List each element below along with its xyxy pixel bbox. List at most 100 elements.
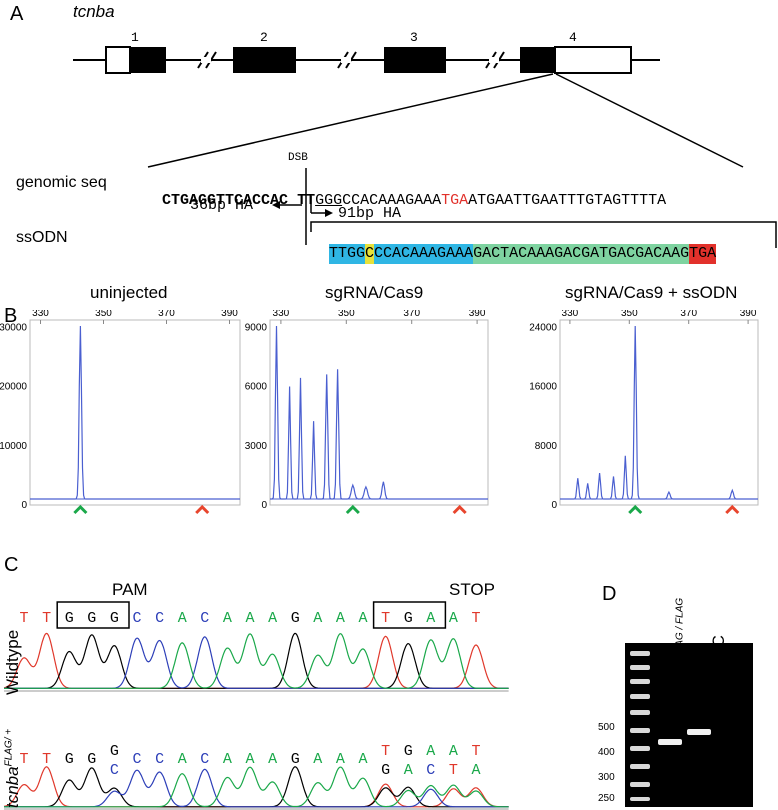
panel-label-d: D <box>602 583 617 605</box>
base-call-mut: A <box>358 751 367 768</box>
exon-3 <box>384 47 446 73</box>
chart-frame <box>29 319 241 506</box>
band-flag <box>687 729 711 735</box>
trace-line <box>560 325 758 500</box>
base-call-wt: G <box>291 610 300 627</box>
y-tick-label: 16000 <box>529 382 557 393</box>
x-tick-label: 350 <box>95 310 112 319</box>
base-call-wt: T <box>471 610 480 627</box>
intron-break-2 <box>337 51 357 69</box>
chart-frame <box>269 319 489 506</box>
ha-right-label: 91bp HA <box>338 205 402 222</box>
base-call-mut-alt: A <box>404 762 413 779</box>
chart-title-uninjected: uninjected <box>90 283 168 302</box>
y-tick-label: 6000 <box>245 382 268 393</box>
stop-box <box>372 601 447 629</box>
ladder-band <box>630 710 650 715</box>
x-tick-label: 350 <box>338 310 355 319</box>
red-marker <box>725 504 740 515</box>
chart-title-sgrna: sgRNA/Cas9 <box>325 283 424 302</box>
base-call-mut: A <box>449 743 458 760</box>
panel-label-c: C <box>4 554 19 576</box>
green-marker <box>73 504 88 515</box>
exon-1-utr <box>105 46 131 74</box>
y-tick-label: 0 <box>551 500 557 511</box>
y-tick-label: 30000 <box>0 322 27 333</box>
red-marker <box>195 504 210 515</box>
ladder-band <box>630 746 650 751</box>
base-call-mut: G <box>110 743 119 760</box>
intron-break-3 <box>485 51 505 69</box>
base-call-wt: C <box>132 610 141 627</box>
base-call-mut: C <box>132 751 141 768</box>
base-call-mut: G <box>291 751 300 768</box>
genomic-mid: CCACAAAGAAA <box>342 192 442 209</box>
exon-2 <box>233 47 296 73</box>
genomic-pam: GGG <box>315 192 343 209</box>
x-tick-label: 330 <box>273 310 290 319</box>
base-call-mut: A <box>268 751 277 768</box>
genomic-stop: TGA <box>441 192 469 209</box>
base-call-mut: A <box>313 751 322 768</box>
base-call-wt: G <box>65 610 74 627</box>
genomic-tail: ATGAATTGAATTTGTAGTTTTA <box>468 192 667 209</box>
ssodn-sequence: TTGGCCCACAAAGAAAGACTACAAAGACGATGACGACAAG… <box>311 227 717 264</box>
ladder-band <box>630 728 650 733</box>
ladder-400: 400 <box>598 747 615 758</box>
base-call-wt: A <box>178 610 187 627</box>
x-tick-label: 330 <box>32 310 49 319</box>
base-call-wt: A <box>336 610 345 627</box>
x-tick-label: 370 <box>158 310 175 319</box>
wildtype-label: Wildtype <box>3 629 22 695</box>
ssodn-seg-stop: TGA <box>689 244 717 264</box>
ladder-band <box>630 651 650 656</box>
base-call-mut: G <box>65 751 74 768</box>
agarose-gel <box>625 643 753 807</box>
base-call-wt: A <box>449 610 458 627</box>
x-tick-label: 370 <box>680 310 697 319</box>
base-call-mut: A <box>178 751 187 768</box>
gene-title: tcnba <box>73 2 115 21</box>
band-wildtype <box>658 739 682 745</box>
base-call-wt: T <box>42 610 51 627</box>
chart-frame <box>559 319 759 506</box>
exon-4-utr <box>554 46 632 74</box>
base-call-wt: G <box>110 610 119 627</box>
ssodn-seg-yellow: C <box>365 244 375 264</box>
base-call-mut: C <box>200 751 209 768</box>
chart-title-sgrna-ssodn: sgRNA/Cas9 + ssODN <box>565 283 738 302</box>
trace-line <box>270 325 488 500</box>
ha-left-label: 36bp HA <box>190 197 254 214</box>
ssodn-label: ssODN <box>16 229 68 246</box>
zoom-line-right <box>555 73 744 168</box>
ssodn-seg-flag: GACTACAAAGACGATGACGACAAG <box>473 244 690 264</box>
base-call-mut-alt: G <box>381 762 390 779</box>
exon-1-label: 1 <box>131 30 139 45</box>
base-call-wt: A <box>223 610 232 627</box>
exon-4-label: 4 <box>569 30 577 45</box>
red-marker <box>452 504 467 515</box>
ssodn-seg-blue-1: TTGG <box>329 244 366 264</box>
ssodn-bracket <box>310 221 777 248</box>
base-call-wt: T <box>19 610 28 627</box>
base-call-mut-alt: A <box>471 762 480 779</box>
x-tick-label: 390 <box>740 310 757 319</box>
ladder-500: 500 <box>598 722 615 733</box>
genomic-tt: TT <box>297 192 316 209</box>
base-call-mut: A <box>223 751 232 768</box>
y-tick-label: 0 <box>21 500 27 511</box>
green-marker <box>628 504 643 515</box>
base-call-mut: T <box>381 743 390 760</box>
chromatogram-trace <box>4 766 509 808</box>
x-tick-label: 390 <box>221 310 238 319</box>
trace-line <box>30 325 240 500</box>
base-call-wt: G <box>404 610 413 627</box>
y-tick-label: 8000 <box>535 441 558 452</box>
panel-label-b: B <box>4 305 18 327</box>
intron-break-1 <box>197 51 217 69</box>
base-call-wt: C <box>200 610 209 627</box>
y-tick-label: 10000 <box>0 441 27 452</box>
ssodn-seg-blue-2: CCACAAAGAAA <box>374 244 474 264</box>
